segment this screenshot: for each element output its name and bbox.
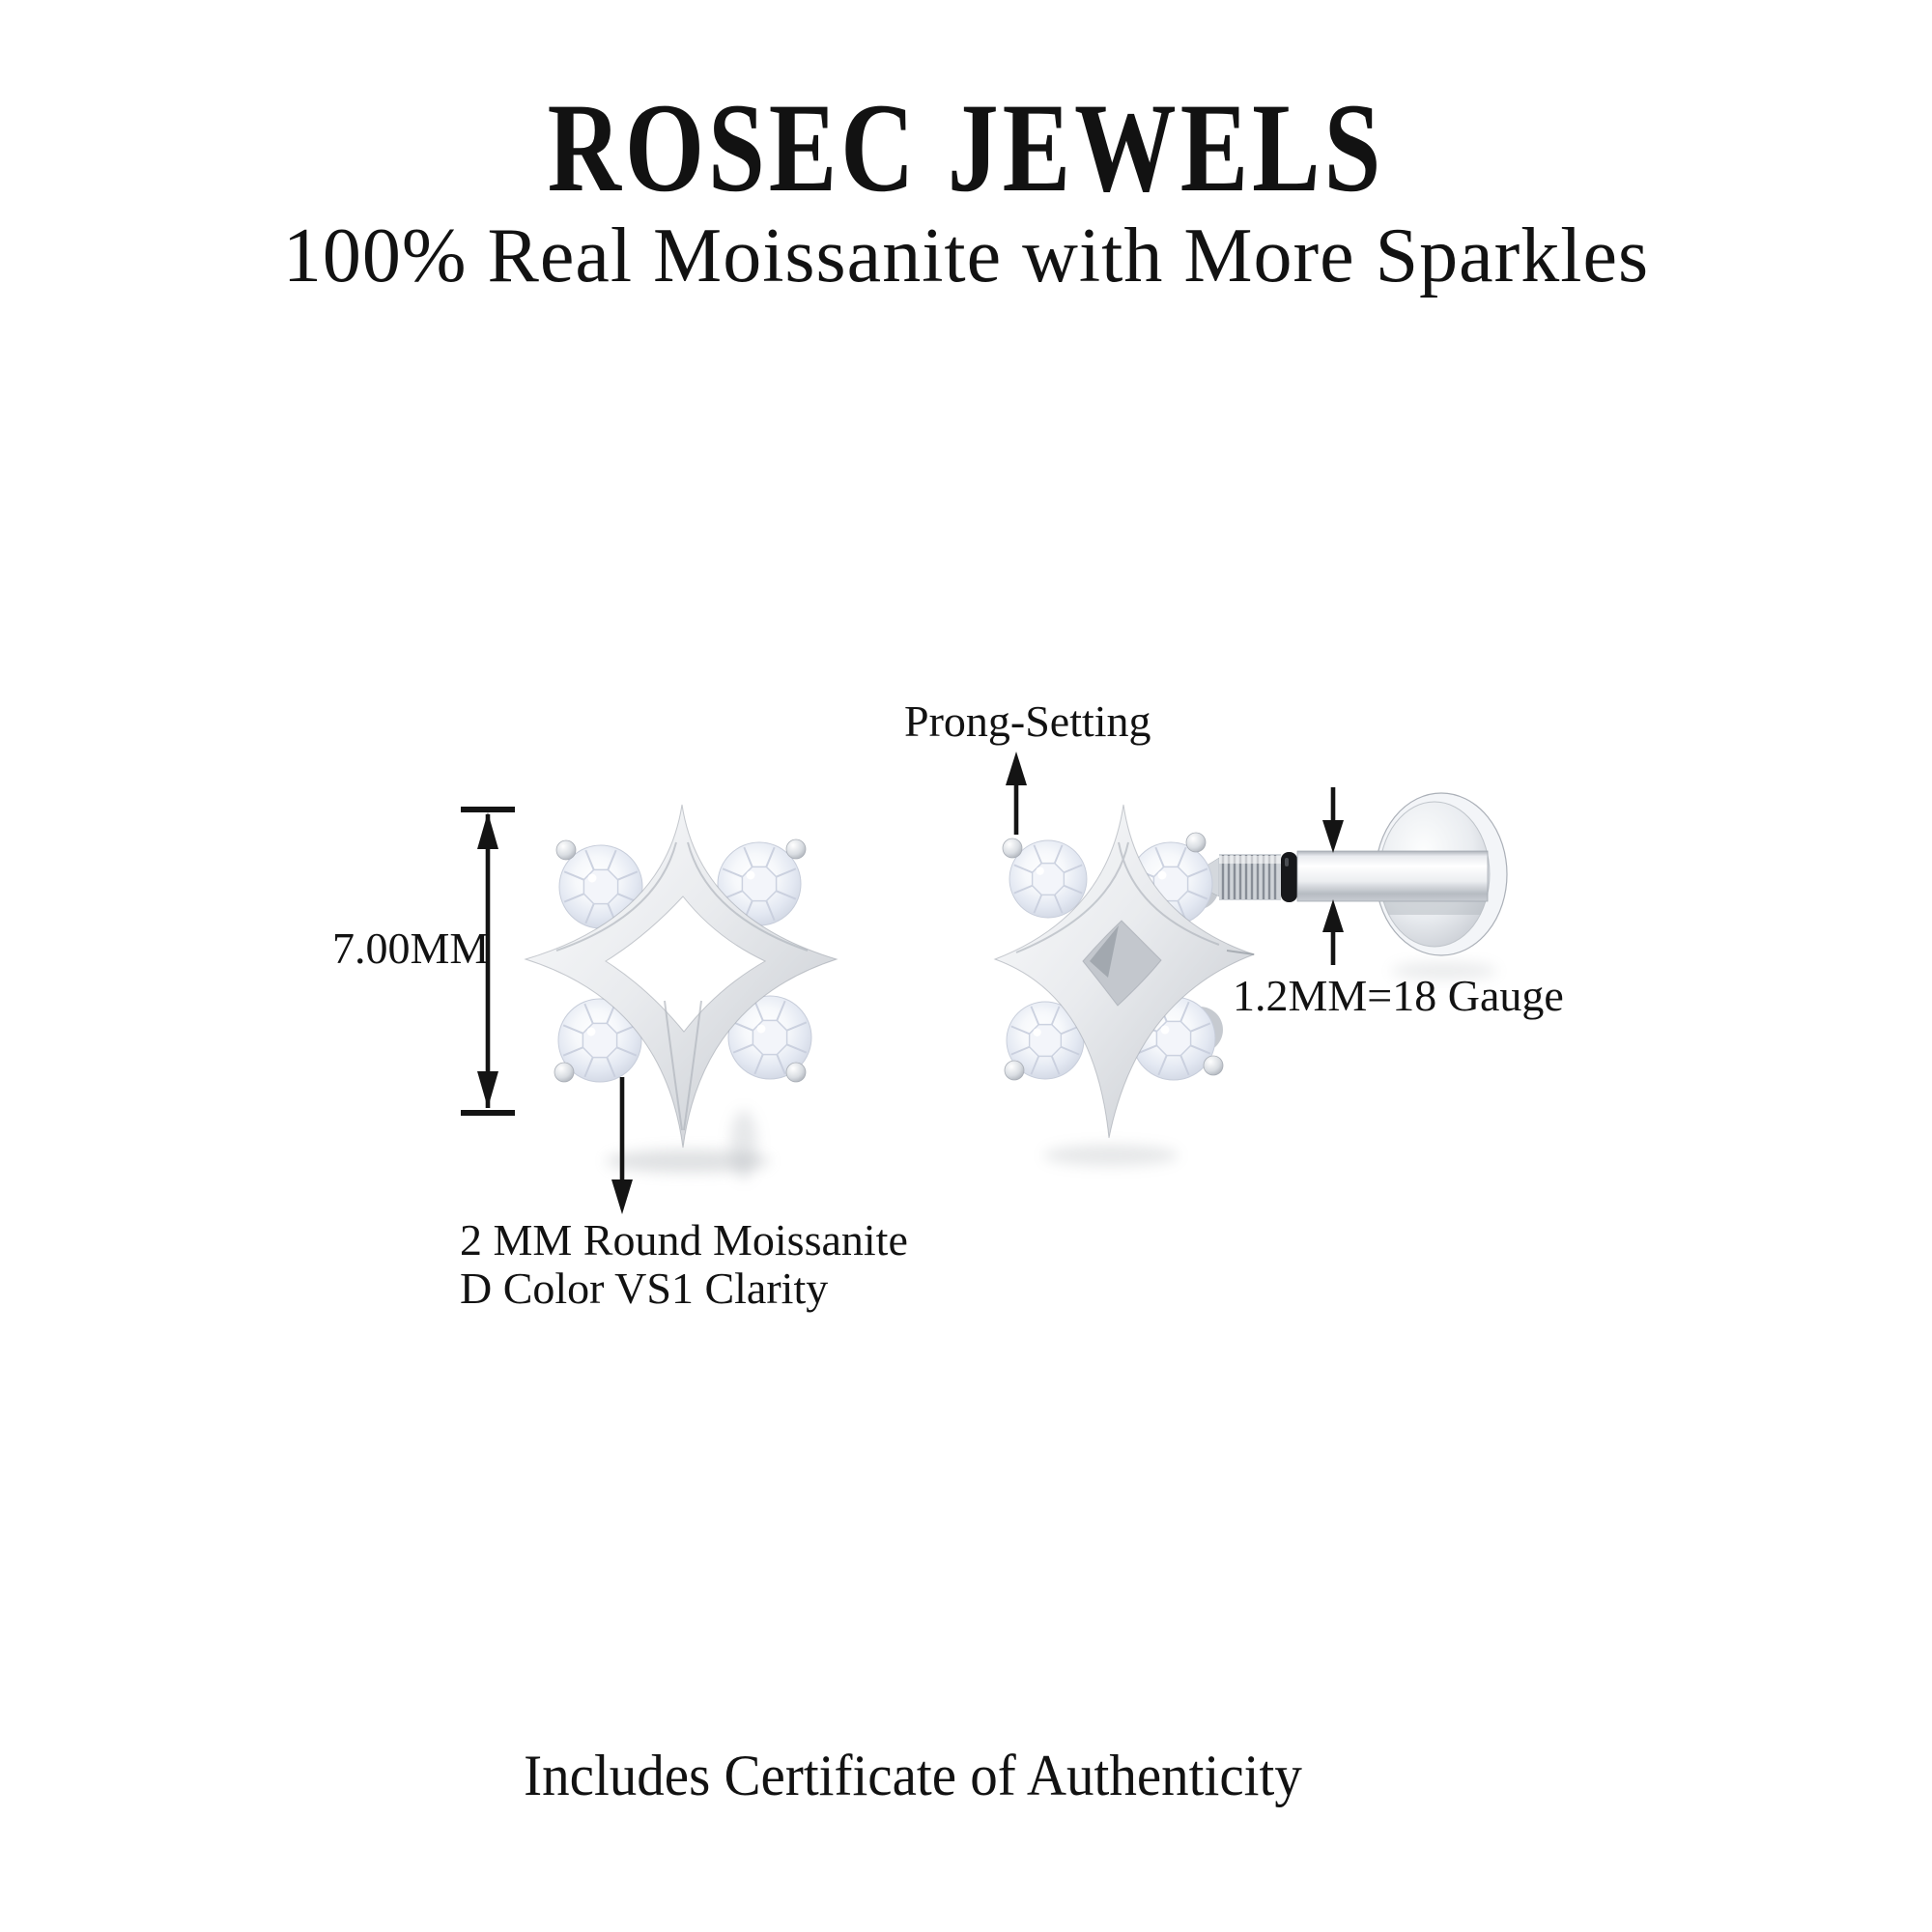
certificate-note: Includes Certificate of Authenticity (524, 1744, 1302, 1807)
prong-setting-arrow (1006, 752, 1027, 835)
smooth-post (1296, 850, 1489, 902)
gauge-label: 1.2MM=18 Gauge (1233, 971, 1564, 1020)
annotation-arrows (461, 752, 1344, 1214)
stone-spec-line1: 2 MM Round Moissanite (460, 1215, 908, 1264)
prong-ball (1002, 838, 1023, 859)
stone-spec-label: 2 MM Round Moissanite D Color VS1 Clarit… (460, 1216, 908, 1313)
stone-spec-arrow (611, 1077, 633, 1214)
prong-ball (1203, 1055, 1224, 1076)
height-dimension-arrow (461, 807, 515, 1116)
prong-ball (1004, 1060, 1025, 1081)
prong-ball (1185, 832, 1207, 853)
star-frame (524, 804, 838, 1149)
back-plate-shadow (1090, 925, 1119, 978)
prong-ball (785, 838, 807, 860)
gauge-arrows (1322, 787, 1344, 965)
star-frame-side (993, 804, 1256, 1139)
prong-setting-label: Prong-Setting (904, 696, 1151, 746)
metal-crease-lines (1015, 841, 1255, 955)
rubber-o-ring (1281, 852, 1297, 902)
right-earring-side-view (993, 792, 1508, 1139)
prong-ball (554, 1062, 575, 1083)
prong-ball (785, 1062, 807, 1083)
height-dimension-label: 7.00MM (332, 923, 490, 973)
brand-subtitle: 100% Real Moissanite with More Sparkles (282, 213, 1650, 298)
screw-threads (1219, 854, 1281, 900)
brand-title: ROSEC JEWELS (547, 76, 1385, 218)
o-ring-highlight (1285, 858, 1289, 867)
metal-crease-lines (555, 841, 809, 1131)
stone-spec-line2: D Color VS1 Clarity (460, 1264, 829, 1313)
prong-ball (555, 839, 577, 861)
soft-shadows (606, 962, 1497, 1179)
left-earring-front-view (524, 804, 838, 1149)
